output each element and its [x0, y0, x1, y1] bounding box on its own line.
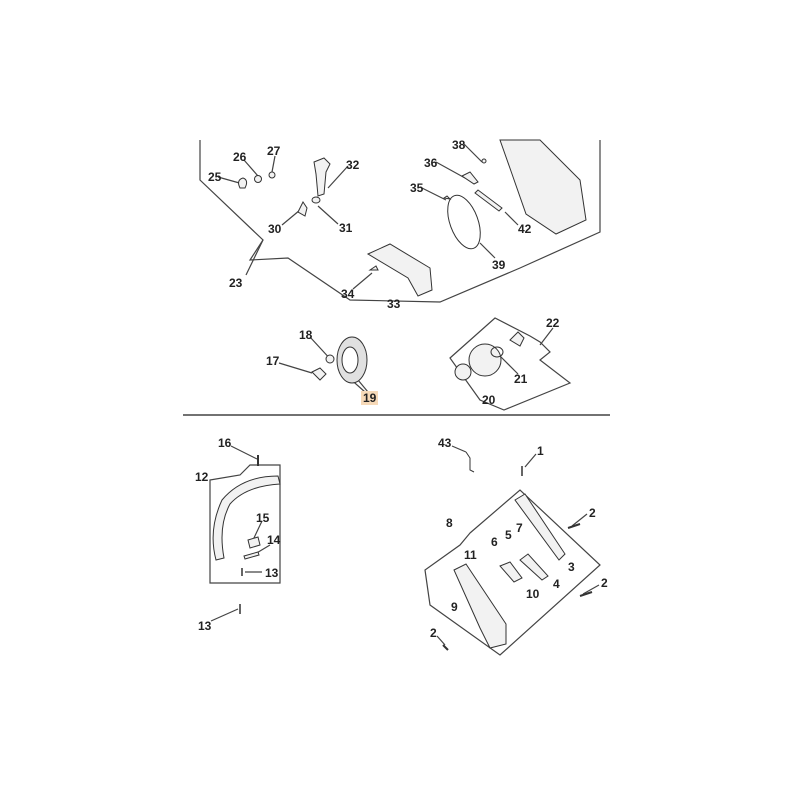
group-22-outline	[449, 317, 572, 411]
callout-35[interactable]: 35	[410, 181, 424, 195]
callout-15[interactable]: 15	[256, 511, 270, 525]
callout-11[interactable]: 11	[464, 548, 477, 562]
callout-36[interactable]: 36	[424, 156, 438, 170]
part-33	[366, 243, 433, 297]
callout-42[interactable]: 42	[518, 222, 532, 236]
part-21	[490, 346, 504, 358]
part-32	[313, 157, 331, 197]
callout-32[interactable]: 32	[346, 158, 360, 172]
callout-20[interactable]: 20	[482, 393, 496, 407]
part-20	[454, 363, 472, 381]
callout-3[interactable]: 3	[568, 560, 575, 574]
callout-4[interactable]: 4	[553, 577, 560, 591]
callout-13b[interactable]: 13	[198, 619, 212, 633]
callout-1[interactable]: 1	[537, 444, 544, 458]
callout-27[interactable]: 27	[267, 144, 281, 158]
callout-8[interactable]: 8	[446, 516, 453, 530]
callout-6[interactable]: 6	[491, 535, 498, 549]
part-35	[442, 195, 452, 200]
part-3	[514, 493, 566, 561]
part-18	[325, 354, 335, 364]
part-4	[519, 553, 549, 581]
callout-39[interactable]: 39	[492, 258, 506, 272]
part-12	[212, 475, 281, 561]
part-15	[247, 536, 261, 549]
callout-23[interactable]: 23	[229, 276, 243, 290]
callout-30[interactable]: 30	[268, 222, 282, 236]
callout-16[interactable]: 16	[218, 436, 232, 450]
part-2a	[567, 523, 581, 529]
part-42	[474, 189, 503, 212]
callout-2a[interactable]: 2	[589, 506, 596, 520]
part-2c	[442, 644, 449, 651]
callout-22[interactable]: 22	[546, 316, 560, 330]
callout-25[interactable]: 25	[208, 170, 222, 184]
part-43	[465, 451, 475, 473]
callout-19-highlighted[interactable]: 19	[361, 391, 379, 405]
part-26	[254, 175, 262, 183]
callout-7[interactable]: 7	[516, 521, 523, 535]
part-14	[243, 551, 260, 560]
callout-17[interactable]: 17	[266, 354, 280, 368]
part-39	[447, 194, 481, 250]
part-34	[368, 265, 379, 271]
part-30	[297, 201, 308, 217]
callout-13a[interactable]: 13	[265, 566, 279, 580]
part-38	[481, 158, 487, 164]
part-27	[268, 171, 276, 179]
callout-2b[interactable]: 2	[601, 576, 608, 590]
callout-14[interactable]: 14	[267, 533, 281, 547]
part-22	[509, 331, 525, 347]
part-drum	[468, 343, 502, 377]
callout-26[interactable]: 26	[233, 150, 247, 164]
part-10	[499, 561, 523, 583]
callout-34[interactable]: 34	[341, 287, 355, 301]
callout-31[interactable]: 31	[339, 221, 353, 235]
callout-18[interactable]: 18	[299, 328, 313, 342]
callout-21[interactable]: 21	[514, 372, 528, 386]
group-8-outline	[424, 489, 601, 656]
group-12-outline	[209, 464, 281, 584]
group-23-outline	[199, 140, 601, 303]
part-36	[461, 171, 479, 185]
part-31	[311, 196, 321, 204]
callout-9[interactable]: 9	[451, 600, 458, 614]
callout-38[interactable]: 38	[452, 138, 466, 152]
callout-12[interactable]: 12	[195, 470, 209, 484]
callout-33[interactable]: 33	[387, 297, 401, 311]
part-housing	[499, 139, 587, 235]
callout-10[interactable]: 10	[526, 587, 540, 601]
part-2b	[579, 591, 593, 597]
part-9-grip	[453, 563, 507, 649]
callout-2c[interactable]: 2	[430, 626, 437, 640]
callout-43[interactable]: 43	[438, 436, 452, 450]
callout-5[interactable]: 5	[505, 528, 512, 542]
part-25	[238, 177, 248, 189]
part-17	[311, 367, 327, 381]
